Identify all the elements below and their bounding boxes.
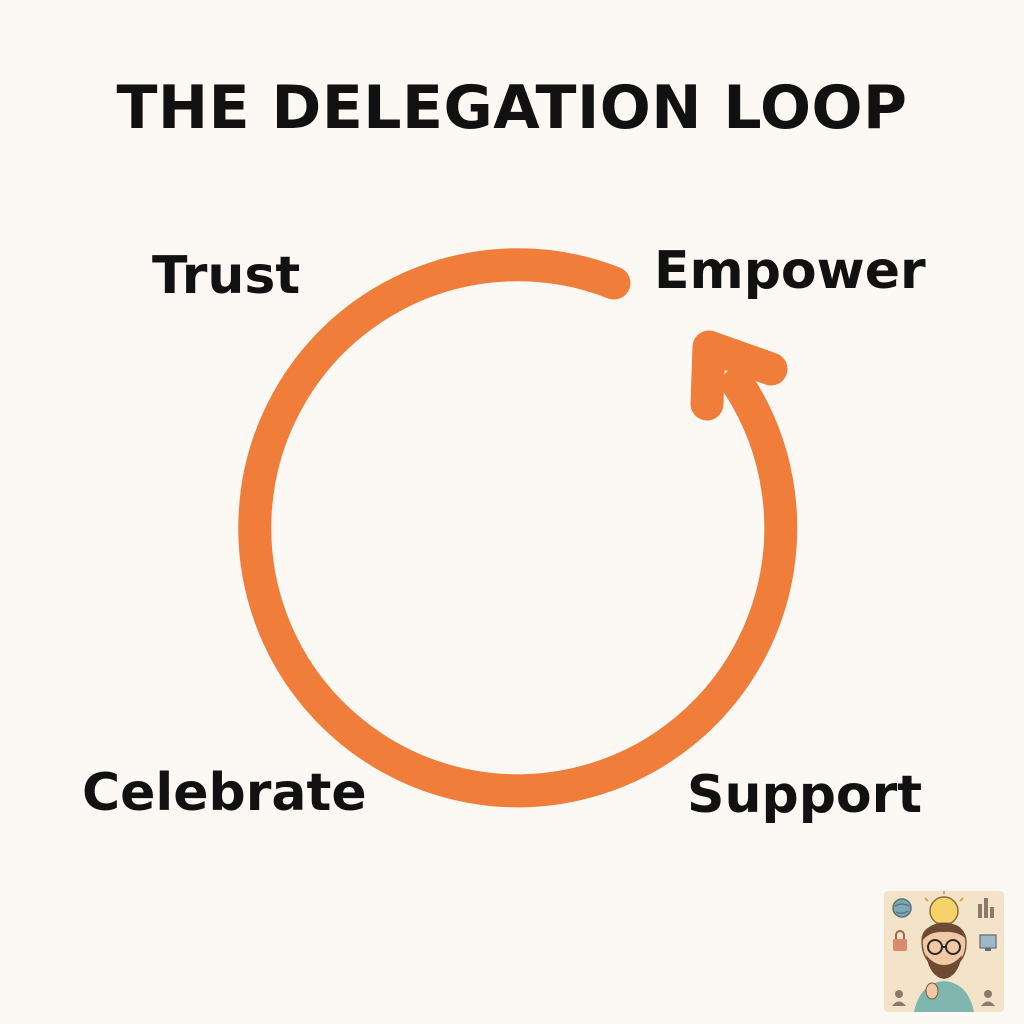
step-support: Support: [687, 765, 923, 825]
circular-arrow-icon: [238, 248, 798, 808]
arrow-head-icon: [690, 330, 788, 421]
step-celebrate: Celebrate: [82, 763, 367, 823]
diagram-title: THE DELEGATION LOOP: [116, 73, 908, 143]
step-empower: Empower: [654, 241, 926, 301]
lightbulb-avatar-logo: [884, 891, 1004, 1012]
step-trust: Trust: [152, 246, 301, 306]
